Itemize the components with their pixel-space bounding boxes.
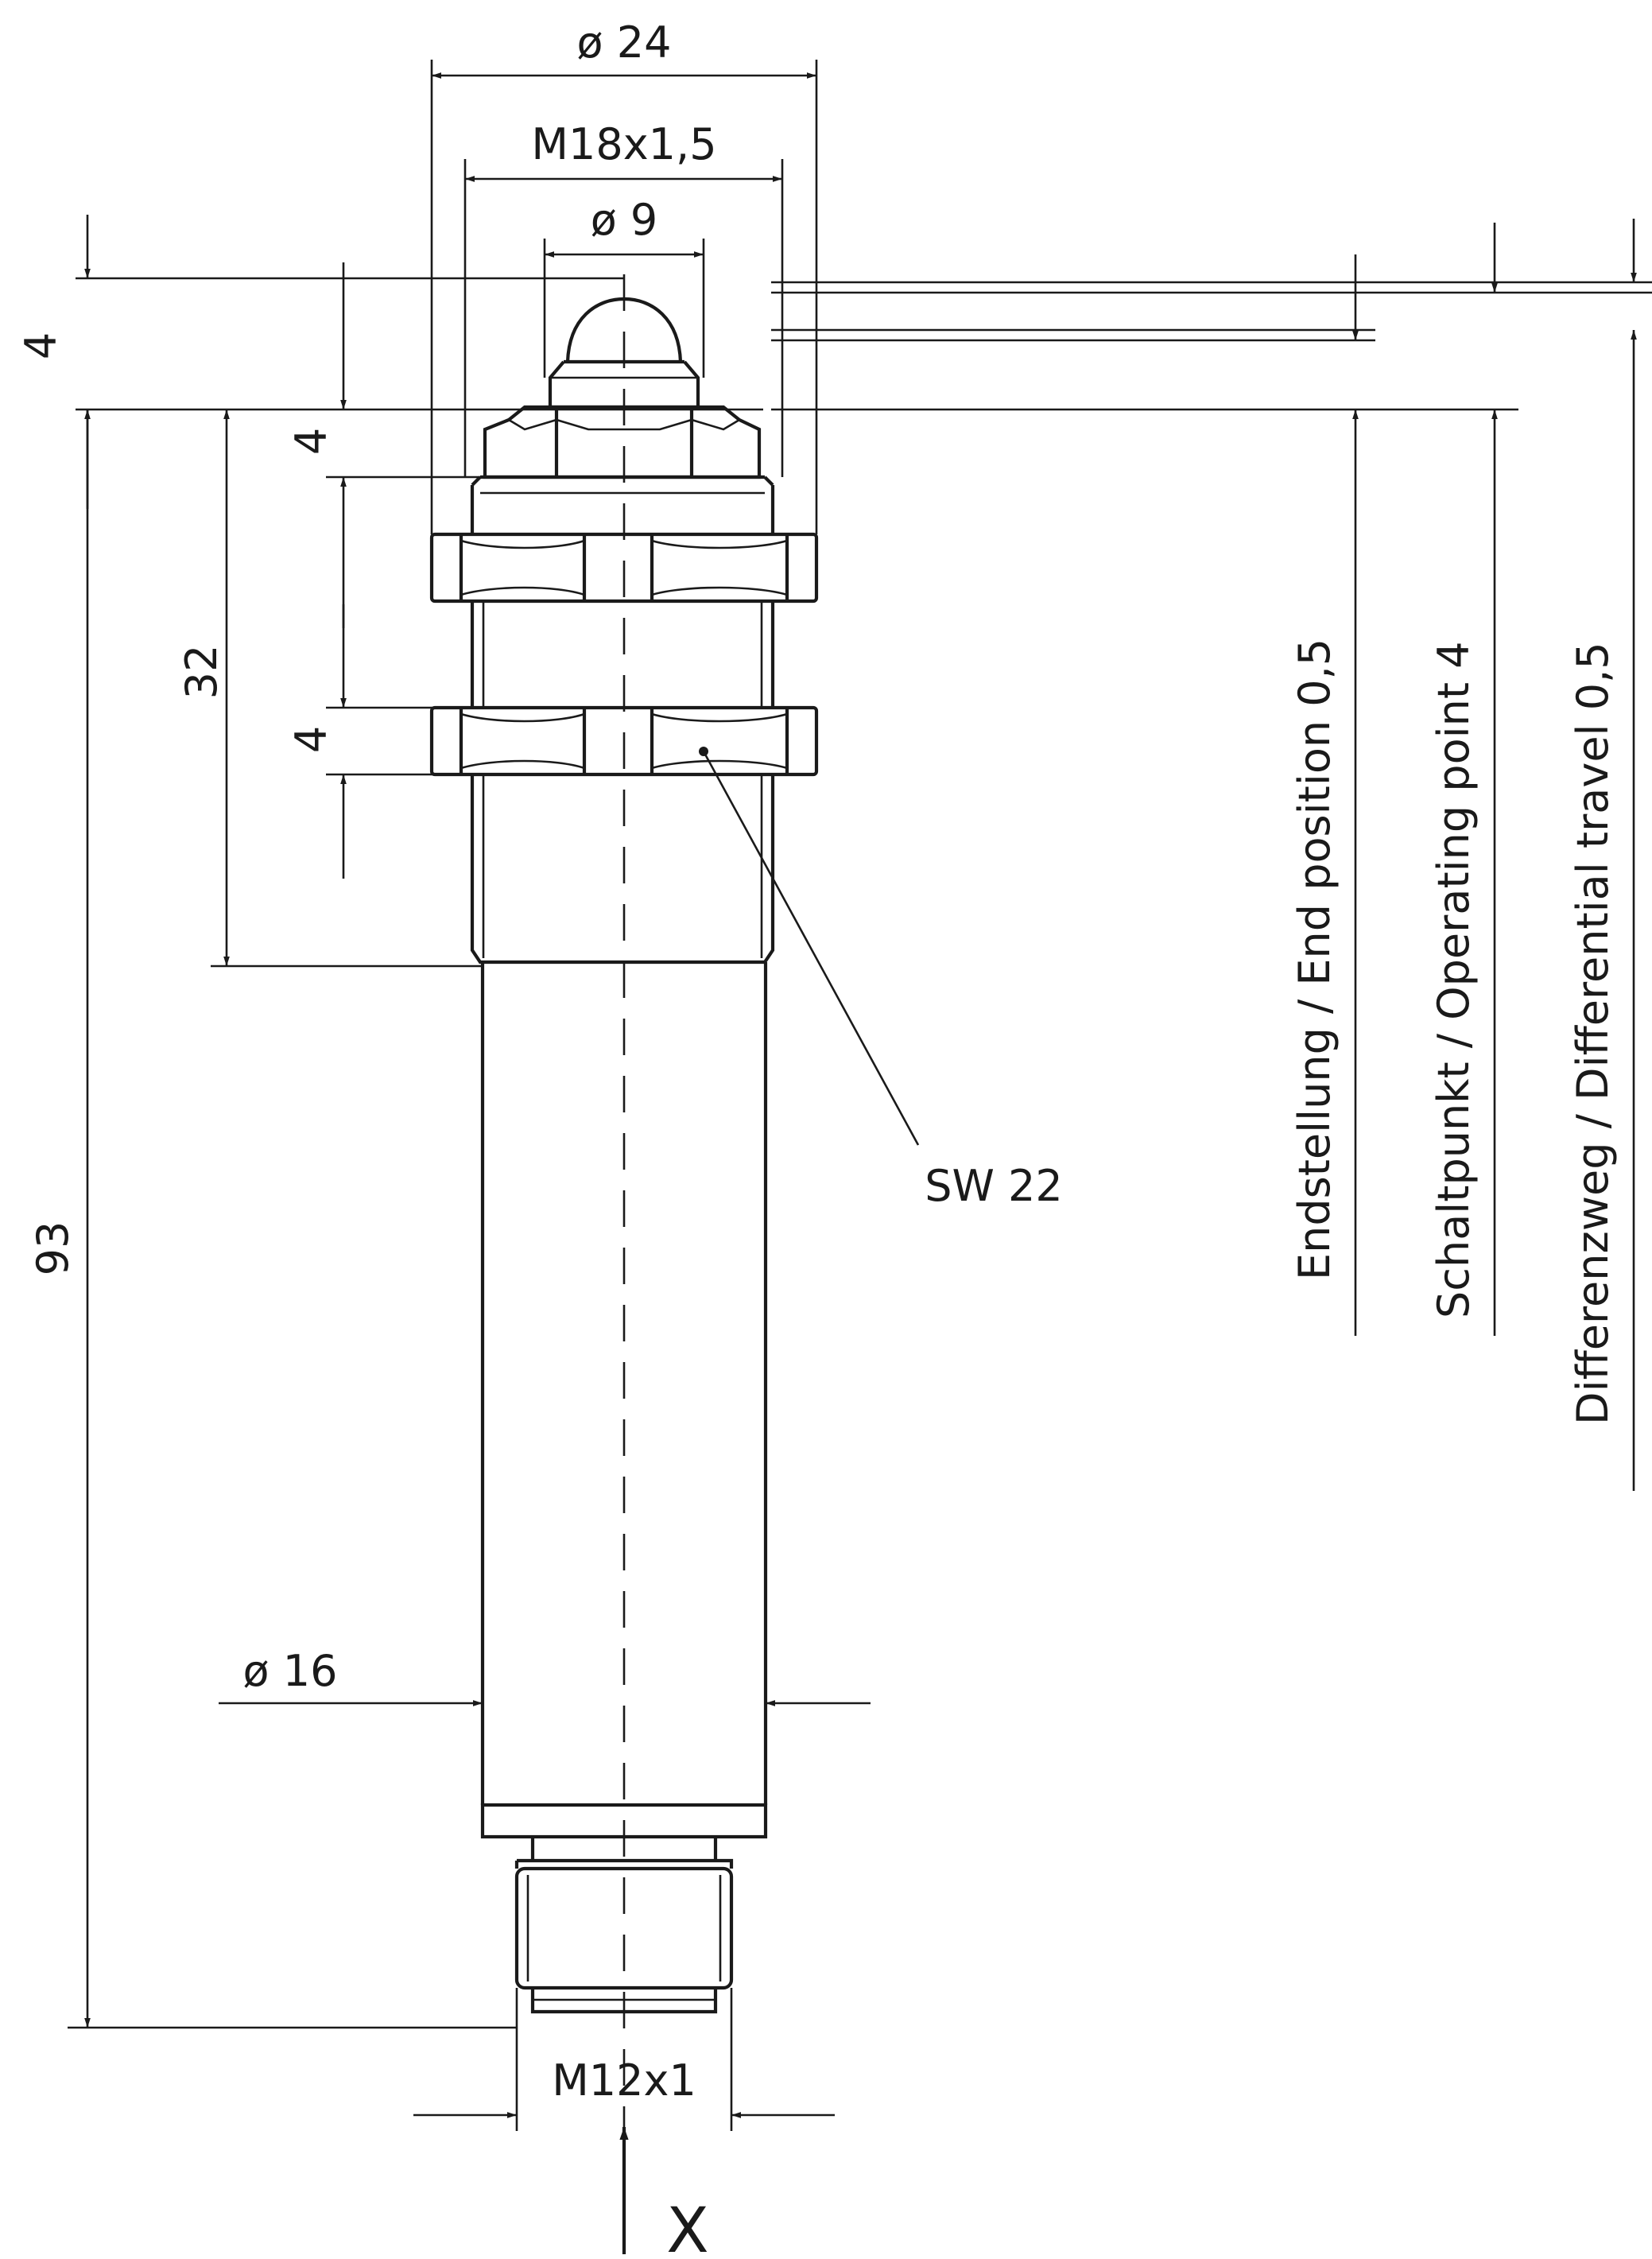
- dimension-lines-top: [430, 60, 818, 534]
- lock-nut-upper: [429, 532, 819, 604]
- label-dia-24: ø 24: [577, 17, 672, 68]
- label-differential-travel: Differenzweg / Differential travel 0,5: [1568, 642, 1618, 1425]
- sensor-sleeve: [480, 962, 768, 1805]
- label-dim-4-upper: 4: [286, 428, 336, 455]
- label-dia-9: ø 9: [591, 195, 658, 245]
- label-actuation-x: X: [666, 2195, 708, 2259]
- label-thread-m18: M18x1,5: [531, 119, 716, 169]
- wrench-leader: [699, 747, 920, 1146]
- travel-dimension-lines: [771, 219, 1652, 1491]
- lock-nut-lower: [429, 705, 819, 777]
- label-thread-m12: M12x1: [552, 2055, 696, 2106]
- label-operating-point: Schaltpunkt / Operating point 4: [1429, 641, 1479, 1318]
- label-dim-32: 32: [176, 645, 227, 700]
- plunger-dome: [565, 297, 683, 363]
- label-wrench-size: SW 22: [925, 1161, 1063, 1211]
- label-dim-4-top: 4: [16, 332, 66, 359]
- label-dim-93: 93: [28, 1221, 78, 1276]
- top-hex-nut: [483, 405, 762, 479]
- m12-connector: [514, 1837, 734, 2014]
- dimension-lines-left: [68, 215, 763, 2029]
- dimension-m12: [413, 1988, 835, 2131]
- label-dia-16: ø 16: [243, 1646, 338, 1696]
- label-dim-4-nut: 4: [286, 726, 336, 753]
- sensor-body: [429, 274, 819, 2147]
- label-end-position: Endstellung / End position 0,5: [1289, 638, 1340, 1280]
